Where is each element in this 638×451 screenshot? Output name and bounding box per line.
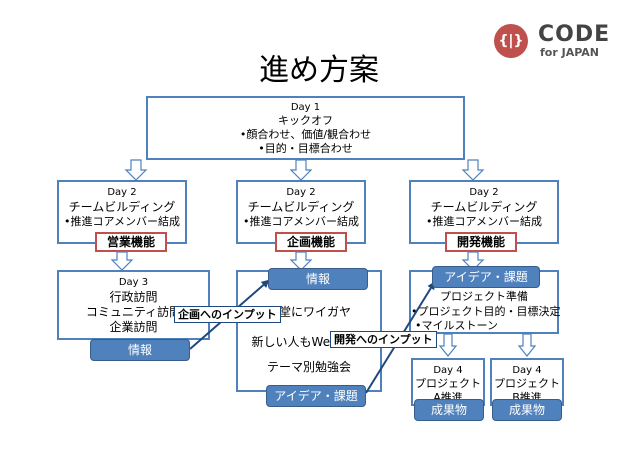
tag-sales-function: 営業機能 (95, 232, 167, 252)
badge-deliverable-a: 成果物 (414, 399, 484, 421)
day1-label: Day 1 (290, 102, 321, 113)
block-arrow-down (461, 251, 485, 271)
block-arrow-down (289, 159, 313, 181)
badge-idea-right: アイデア・課題 (432, 266, 540, 288)
badge-deliverable-b: 成果物 (492, 399, 562, 421)
project-prep-milestones: •マイルストーン (415, 319, 498, 332)
day2-team-building: チームビルディング (68, 200, 176, 214)
logo-text-code: CODE (538, 22, 611, 47)
center-waigaya: 一堂にワイガヤ (266, 305, 351, 319)
block-arrow-down (438, 333, 458, 357)
day2-team-building: チームビルディング (247, 200, 355, 214)
day3-company-visit: 企業訪問 (109, 320, 158, 334)
day2-team-building: チームビルディング (430, 200, 538, 214)
badge-info-day3: 情報 (90, 339, 190, 361)
day2-label: Day 2 (469, 187, 499, 198)
block-arrow-down (124, 159, 148, 181)
logo-text-for-japan: for JAPAN (540, 46, 599, 59)
block-arrow-down (517, 333, 537, 357)
day4-project: プロジェクト (415, 377, 481, 390)
day4-label: Day 4 (433, 365, 463, 376)
label-dev-input: 開発へのインプット (330, 331, 437, 348)
day1-kickoff-box: Day 1 キックオフ •顔合わせ、価値/観合わせ •目的・目標合わせ (146, 96, 465, 160)
tag-dev-function: 開発機能 (445, 232, 517, 252)
tag-planning-function: 企画機能 (275, 232, 347, 252)
day3-community-visit: コミュニティ訪問 (85, 305, 182, 319)
center-study-group: テーマ別勉強会 (266, 360, 351, 374)
day4-label: Day 4 (512, 365, 542, 376)
logo-mark-icon: {|} (494, 24, 528, 58)
day2-label: Day 2 (286, 187, 316, 198)
day2-core-members: •推進コアメンバー結成 (243, 215, 359, 228)
badge-info-center: 情報 (268, 268, 368, 290)
day2-core-members: •推進コアメンバー結成 (64, 215, 180, 228)
block-arrow-down (110, 251, 134, 271)
project-prep-title: プロジェクト準備 (440, 290, 528, 303)
label-planning-input: 企画へのインプット (174, 306, 281, 323)
day1-kickoff: キックオフ (278, 114, 333, 127)
day4-project-b-box: Day 4 プロジェクト B推進 (490, 358, 564, 406)
day1-point-2: •目的・目標合わせ (258, 142, 353, 155)
block-arrow-down (289, 251, 313, 271)
day2-box-dev: Day 2 チームビルディング •推進コアメンバー結成 (409, 180, 559, 244)
day1-point-1: •顔合わせ、価値/観合わせ (239, 128, 372, 141)
project-prep-goals: •プロジェクト目的・目標決定 (411, 305, 561, 318)
day2-label: Day 2 (107, 187, 137, 198)
day3-gov-visit: 行政訪問 (109, 290, 158, 304)
day2-core-members: •推進コアメンバー結成 (426, 215, 542, 228)
page-title: 進め方案 (259, 53, 379, 88)
day4-project: プロジェクト (494, 377, 560, 390)
badge-idea-center: アイデア・課題 (266, 385, 366, 407)
day3-label: Day 3 (118, 277, 149, 288)
block-arrow-down (461, 159, 485, 181)
logo: {|} CODE for JAPAN (494, 22, 624, 62)
